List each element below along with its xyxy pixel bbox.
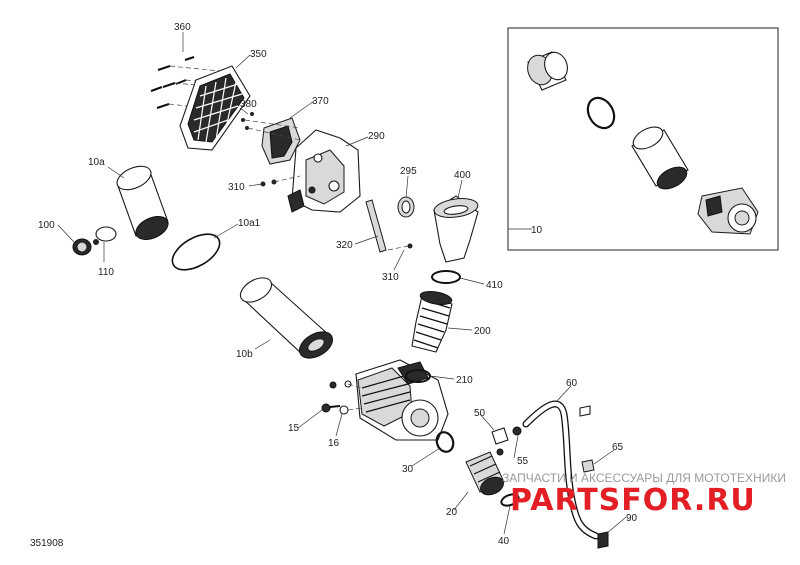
watermark-brand: PARTSFOR.RU: [510, 483, 756, 518]
watermark-tagline: ЗАПЧАСТИ И АКСЕССУАРЫ ДЛЯ МОТОТЕХНИКИ: [502, 471, 786, 485]
screws-360: [150, 56, 195, 109]
callout-210: 210: [456, 375, 473, 386]
bolts-380: [241, 112, 254, 130]
o-ring-10a1: [171, 233, 221, 271]
callout-100: 100: [38, 220, 55, 231]
leader-lines: [57, 32, 627, 535]
callout-60: 60: [566, 378, 578, 389]
filter-10b: [239, 277, 334, 359]
callout-290: 290: [368, 131, 385, 142]
bellows-200: [411, 290, 453, 353]
inset-housing: [697, 187, 759, 235]
bracket-290: [287, 129, 361, 213]
sleeve-10a: [116, 165, 169, 240]
watermark: ЗАПЧАСТИ И АКСЕССУАРЫ ДЛЯ МОТОТЕХНИКИ PA…: [502, 471, 786, 518]
cap-100: [72, 238, 92, 256]
callout-350: 350: [250, 49, 267, 60]
fitting-50: [491, 427, 509, 445]
callout-20: 20: [446, 507, 458, 518]
screw-310-lower: [407, 243, 413, 249]
clamp-30: [435, 431, 455, 453]
callout-50: 50: [474, 408, 486, 419]
callout-310-upper: 310: [228, 182, 245, 193]
clip-90: [597, 531, 609, 549]
housing-main: [355, 359, 449, 441]
callout-380: 380: [240, 99, 257, 110]
clip-55-lower: [496, 448, 504, 456]
inset-frame: [507, 27, 779, 251]
callout-90: 90: [626, 513, 638, 524]
bolt-15: [321, 403, 341, 413]
callout-65: 65: [612, 442, 624, 453]
clamp-410: [431, 270, 461, 284]
drawing-number: 351908: [30, 538, 64, 549]
callout-200: 200: [474, 326, 491, 337]
washer-16: [339, 405, 349, 415]
inset-sleeve: [527, 51, 568, 91]
clip-55: [512, 426, 522, 436]
clip-110: [93, 226, 117, 245]
callout-10a: 10a: [88, 157, 105, 168]
callout-410: 410: [486, 280, 503, 291]
strap-320: [365, 199, 387, 253]
inset-filter: [631, 126, 689, 190]
callout-55: 55: [517, 456, 529, 467]
callout-320: 320: [336, 240, 353, 251]
screws-310-upper: [260, 179, 277, 187]
inset-o-ring: [586, 96, 616, 130]
callout-10a1: 10a1: [238, 218, 261, 229]
callout-110: 110: [98, 267, 114, 278]
hose-clip-upper: [579, 405, 591, 417]
callout-400: 400: [454, 170, 471, 181]
callout-370: 370: [312, 96, 329, 107]
callout-labels: 360 350 380 370 290 310 295 400 10a 100 …: [30, 22, 638, 549]
callout-30: 30: [402, 464, 414, 475]
duct-400: [433, 195, 479, 263]
clip-65: [581, 459, 595, 473]
clamp-40: [500, 493, 520, 507]
callout-295: 295: [400, 166, 417, 177]
inset-label-10: 10: [531, 225, 543, 236]
bolt-15-upper: [329, 381, 337, 389]
grille-350: [179, 65, 251, 151]
callout-360: 360: [174, 22, 191, 33]
callout-40: 40: [498, 536, 510, 547]
callout-15: 15: [288, 423, 300, 434]
adapter-20: [465, 451, 505, 496]
callout-16: 16: [328, 438, 340, 449]
callout-310-lower: 310: [382, 272, 399, 283]
callout-10b: 10b: [236, 349, 253, 360]
